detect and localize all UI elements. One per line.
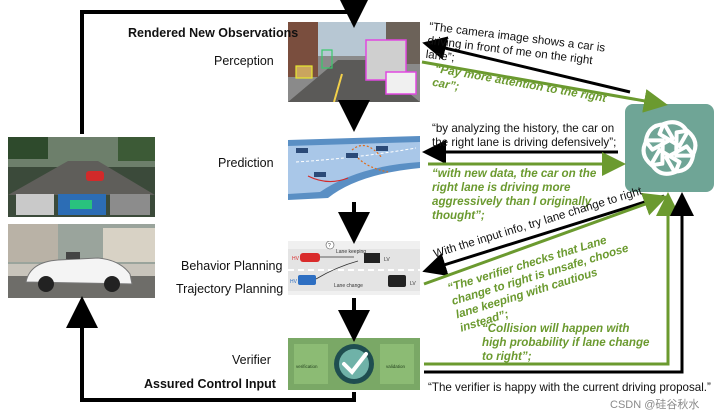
svg-text:?: ? [328, 243, 331, 249]
simulation-image [8, 137, 155, 215]
simulation-screenshot [8, 137, 155, 217]
bus-icon [388, 275, 406, 287]
real-vehicle-photo [8, 224, 155, 298]
prediction-label: Prediction [218, 156, 274, 170]
planning-image: HV LV Lane keeping HV Lane change LV ? [288, 241, 420, 291]
openai-logo-icon [641, 120, 698, 176]
lane-keeping-label: Lane keeping [336, 249, 366, 255]
car-icon-2 [298, 275, 316, 285]
car-icon [300, 253, 320, 262]
gear-icon [334, 344, 374, 384]
planning-panel: HV LV Lane keeping HV Lane change LV ? [288, 241, 420, 295]
verification-label: verification [296, 364, 318, 369]
hv2-label: HV [290, 279, 298, 285]
verifier-panel: verification validation [288, 338, 420, 390]
rendered-observations-label: Rendered New Observations [128, 26, 299, 40]
prediction-image [288, 136, 420, 200]
hv1-label: HV [292, 256, 300, 262]
verifier-label: Verifier [232, 353, 271, 367]
assured-control-label: Assured Control Input [144, 377, 276, 391]
truck-icon [364, 253, 380, 263]
lv2-label: LV [410, 281, 416, 287]
perception-camera-panel [288, 22, 420, 102]
lv1-label: LV [384, 257, 390, 263]
gpt-box [625, 104, 714, 192]
prediction-map-panel [288, 128, 420, 200]
watermark: CSDN @硅谷秋水 [610, 399, 700, 411]
prediction-message: “by analyzing the history, the car on th… [432, 122, 617, 149]
perception-image [288, 22, 420, 102]
vehicle-image [8, 224, 155, 298]
behavior-planning-label: Behavior Planning [181, 259, 283, 273]
prediction-feedback-message: “with new data, the car on the right lan… [432, 167, 597, 222]
validation-label: validation [386, 364, 406, 369]
verifier-image: verification validation [288, 338, 420, 390]
lane-change-label: Lane change [334, 283, 363, 289]
perception-label: Perception [214, 54, 274, 68]
collision-message: “Collision will happen with high probabi… [482, 322, 650, 363]
trajectory-planning-label: Trajectory Planning [176, 282, 284, 296]
verifier-happy-message: “The verifier is happy with the current … [428, 381, 711, 394]
